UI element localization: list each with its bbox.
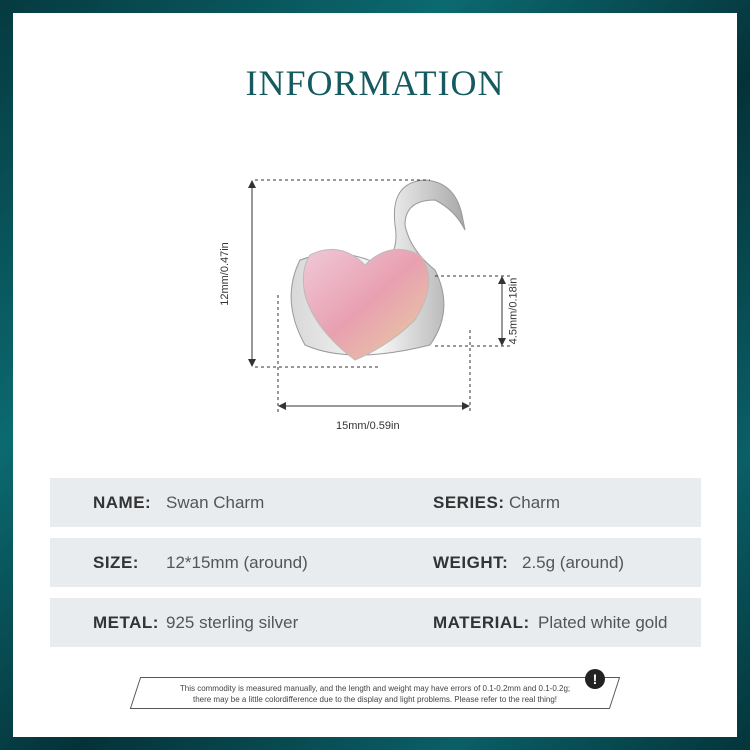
weight-label: WEIGHT: bbox=[433, 553, 509, 572]
swan-charm-image bbox=[248, 179, 510, 412]
disclaimer-line-2: there may be a little colordifference du… bbox=[192, 695, 558, 704]
material-value: Plated white gold bbox=[538, 613, 668, 632]
metal-value: 925 sterling silver bbox=[166, 613, 299, 632]
depth-dimension: 4.5mm/0.18in bbox=[507, 277, 520, 345]
spec-row-size: SIZE: 12*15mm (around) WEIGHT: 2.5g (aro… bbox=[50, 538, 701, 587]
size-label: SIZE: bbox=[93, 553, 139, 572]
spec-row-name: NAME: Swan Charm SERIES: Charm bbox=[50, 478, 701, 527]
metal-label: METAL: bbox=[93, 613, 159, 632]
series-value: Charm bbox=[509, 493, 561, 512]
spec-row-metal: METAL: 925 sterling silver MATERIAL: Pla… bbox=[50, 598, 701, 647]
width-dimension: 15mm/0.59in bbox=[336, 420, 400, 432]
page-title: INFORMATION bbox=[245, 63, 505, 103]
disclaimer-line-1: This commodity is measured manually, and… bbox=[179, 684, 571, 693]
series-label: SERIES: bbox=[433, 493, 505, 512]
name-value: Swan Charm bbox=[166, 493, 265, 512]
weight-value: 2.5g (around) bbox=[522, 553, 625, 572]
disclaimer-text: This commodity is measured manually, and… bbox=[140, 683, 610, 705]
exclamation-icon: ! bbox=[585, 669, 605, 689]
material-label: MATERIAL: bbox=[433, 613, 530, 632]
height-dimension: 12mm/0.47in bbox=[218, 242, 231, 306]
size-value: 12*15mm (around) bbox=[166, 553, 308, 572]
name-label: NAME: bbox=[93, 493, 152, 512]
